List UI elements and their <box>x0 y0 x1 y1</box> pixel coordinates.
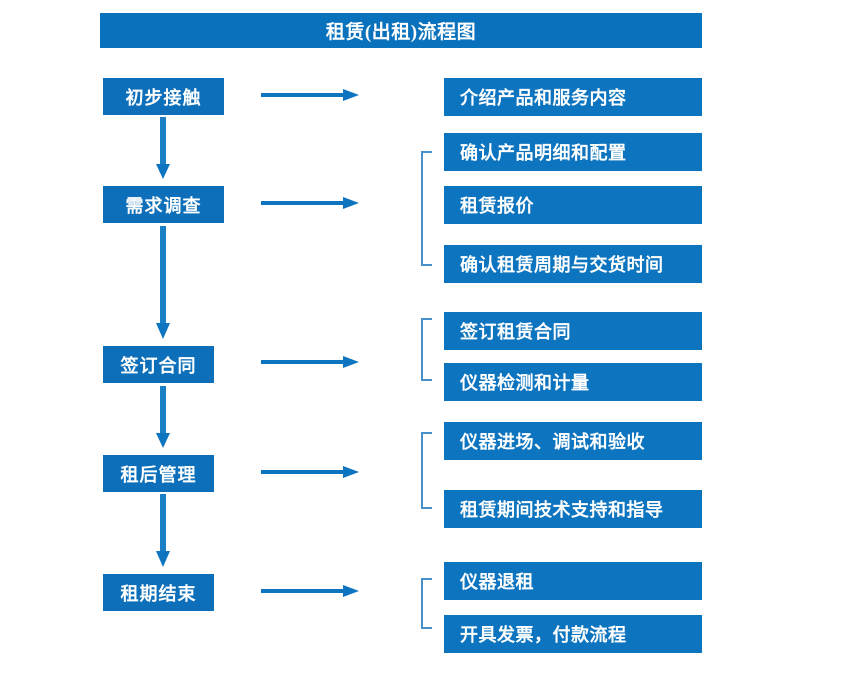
detail-box-instrument-onsite-commissioning[interactable]: 仪器进场、调试和验收 <box>444 422 702 460</box>
arrow-stage-3-to-details <box>261 356 359 368</box>
arrow-management-to-end <box>156 494 170 567</box>
detail-box-introduce-products[interactable]: 介绍产品和服务内容 <box>444 78 702 116</box>
stage-label: 初步接触 <box>125 87 202 108</box>
detail-label: 仪器检测和计量 <box>460 373 590 393</box>
detail-label: 签订租赁合同 <box>460 322 571 342</box>
arrow-stage-5-to-details <box>261 585 359 597</box>
stage-label: 签订合同 <box>120 355 197 376</box>
detail-box-invoice-payment[interactable]: 开具发票，付款流程 <box>444 615 702 653</box>
brace-survey-group <box>421 151 432 266</box>
detail-label: 开具发票，付款流程 <box>460 625 627 645</box>
page-title: 租赁(出租)流程图 <box>100 13 702 48</box>
detail-box-confirm-product-details[interactable]: 确认产品明细和配置 <box>444 133 702 171</box>
stage-label: 租期结束 <box>120 583 197 604</box>
stage-box-sign-contract[interactable]: 签订合同 <box>103 346 214 383</box>
arrow-survey-to-contract <box>156 226 170 339</box>
stage-box-post-rental-management[interactable]: 租后管理 <box>103 455 214 492</box>
stage-label: 需求调查 <box>125 195 202 216</box>
stage-box-rental-end[interactable]: 租期结束 <box>103 574 214 611</box>
arrow-contract-to-management <box>156 386 170 448</box>
brace-management-group <box>421 432 432 509</box>
detail-box-instrument-inspection[interactable]: 仪器检测和计量 <box>444 363 702 401</box>
detail-label: 租赁报价 <box>460 196 534 216</box>
detail-label: 介绍产品和服务内容 <box>460 88 627 108</box>
detail-label: 确认租赁周期与交货时间 <box>460 255 664 275</box>
detail-box-rental-quote[interactable]: 租赁报价 <box>444 186 702 224</box>
brace-contract-group <box>421 318 432 381</box>
detail-label: 租赁期间技术支持和指导 <box>460 500 664 520</box>
stage-box-demand-survey[interactable]: 需求调查 <box>103 186 224 223</box>
stage-box-initial-contact[interactable]: 初步接触 <box>103 78 224 115</box>
detail-box-instrument-return[interactable]: 仪器退租 <box>444 562 702 600</box>
detail-label: 仪器退租 <box>460 572 534 592</box>
brace-end-group <box>421 578 432 629</box>
detail-box-technical-support[interactable]: 租赁期间技术支持和指导 <box>444 490 702 528</box>
detail-box-sign-rental-contract[interactable]: 签订租赁合同 <box>444 312 702 350</box>
arrow-stage-2-to-details <box>261 197 359 209</box>
arrow-stage-1-to-details <box>261 89 359 101</box>
arrow-stage-4-to-details <box>261 466 359 478</box>
stage-label: 租后管理 <box>120 464 197 485</box>
detail-label: 确认产品明细和配置 <box>460 143 627 163</box>
arrow-contact-to-survey <box>156 117 170 179</box>
detail-box-confirm-rental-period[interactable]: 确认租赁周期与交货时间 <box>444 245 702 283</box>
detail-label: 仪器进场、调试和验收 <box>460 432 645 452</box>
